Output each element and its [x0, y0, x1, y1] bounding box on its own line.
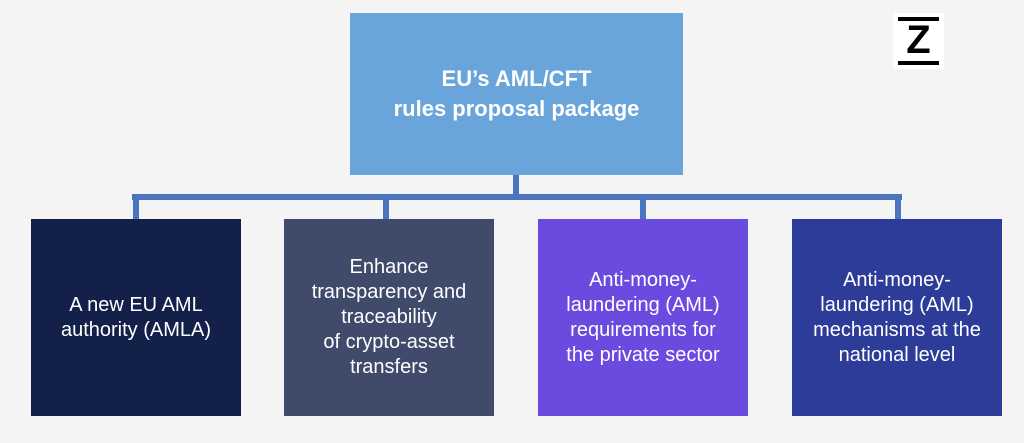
child-1-connector: [133, 194, 139, 219]
root-node-line-2: rules proposal package: [393, 96, 640, 121]
brand-logo: Z: [893, 13, 944, 69]
child-node-crypto-transfers-line-2: transparency and: [311, 281, 467, 303]
child-node-amla: A new EU AML authority (AMLA): [31, 219, 241, 416]
child-node-amla-line-1: A new EU AML: [69, 293, 203, 316]
child-node-national-level-label: Anti-money- laundering (AML) mechanisms …: [813, 268, 981, 368]
child-node-amla-label: A new EU AML authority (AMLA): [61, 293, 211, 343]
child-node-national-level-line-1: Anti-money-: [843, 268, 951, 291]
child-node-crypto-transfers-line-4: of crypto-asset: [323, 331, 455, 353]
child-4-connector: [895, 194, 901, 219]
root-node-line-1: EU’s AML/CFT: [441, 66, 592, 91]
logo-bottom-bar: [898, 61, 939, 65]
logo-letter: Z: [906, 18, 931, 62]
logo-top-bar: [898, 17, 939, 21]
child-node-private-sector-line-3: requirements for: [570, 318, 716, 341]
root-node: EU’s AML/CFT rules proposal package: [350, 13, 683, 175]
child-node-private-sector-line-4: the private sector: [566, 343, 720, 366]
child-node-amla-line-2: authority (AMLA): [60, 318, 212, 341]
child-node-national-level-line-2: laundering (AML): [820, 293, 974, 316]
child-node-crypto-transfers-line-3: traceability: [341, 306, 437, 328]
root-connector-stem: [513, 175, 519, 194]
child-3-connector: [640, 194, 646, 219]
child-node-national-level-line-3: mechanisms at the: [813, 318, 981, 341]
child-2-connector: [383, 194, 389, 219]
child-node-private-sector-line-2: laundering (AML): [566, 293, 720, 316]
child-node-private-sector-line-1: Anti-money-: [589, 268, 697, 291]
root-node-label: EU’s AML/CFT rules proposal package: [394, 64, 640, 124]
child-node-crypto-transfers-label: Enhance transparency and traceability of…: [312, 255, 467, 380]
child-node-national-level: Anti-money- laundering (AML) mechanisms …: [792, 219, 1002, 416]
child-node-crypto-transfers-line-1: Enhance: [349, 256, 429, 278]
child-node-private-sector: Anti-money- laundering (AML) requirement…: [538, 219, 748, 416]
connector-horizontal-bar: [132, 194, 902, 200]
child-node-crypto-transfers: Enhance transparency and traceability of…: [284, 219, 494, 416]
child-node-national-level-line-4: national level: [838, 343, 956, 366]
child-node-private-sector-label: Anti-money- laundering (AML) requirement…: [566, 268, 719, 368]
child-node-crypto-transfers-line-5: transfers: [350, 356, 428, 378]
